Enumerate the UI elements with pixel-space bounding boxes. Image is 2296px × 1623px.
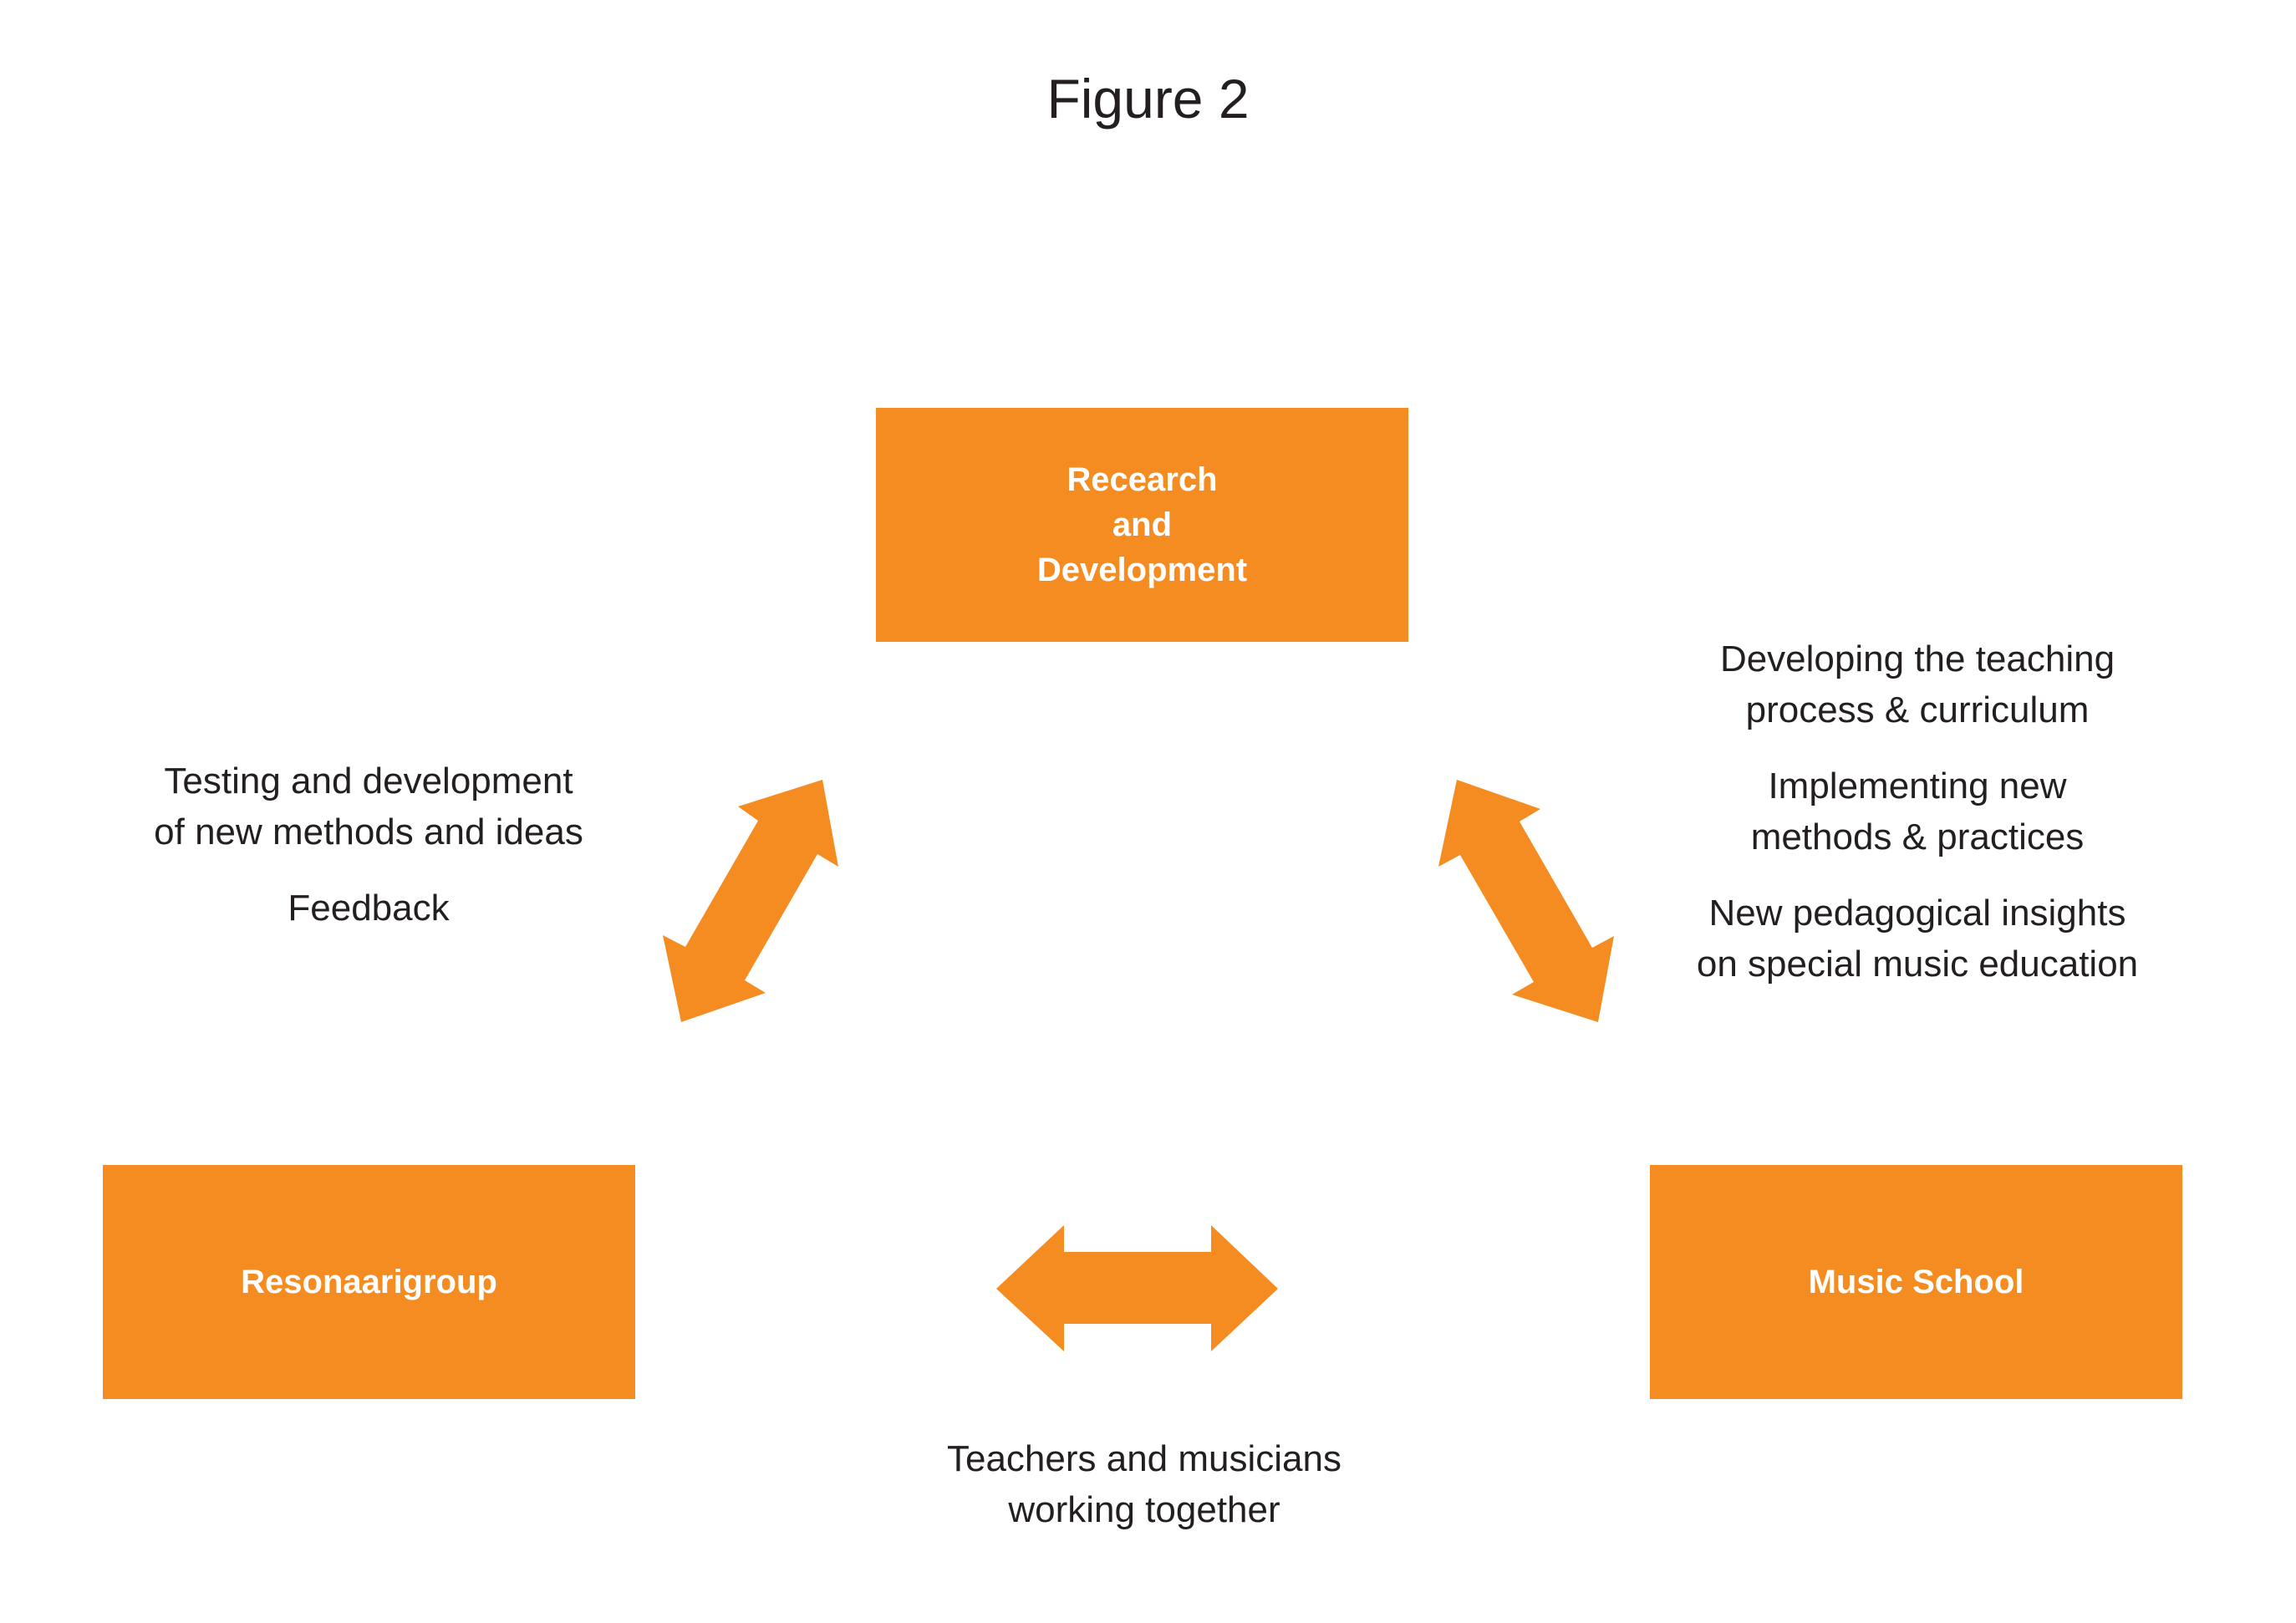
node-music-school: Music School [1650, 1165, 2182, 1399]
double-arrow-icon-horizontal [996, 1225, 1278, 1351]
caption-line: of new methods and ideas [154, 812, 583, 852]
node-label-line: Development [1036, 552, 1248, 588]
edge-caption-research-music-school: Developing the teaching process & curric… [1667, 633, 2168, 990]
double-arrow-icon-left-diagonal [663, 780, 838, 1022]
node-resonaarigroup: Resonaarigroup [103, 1165, 635, 1399]
caption-line: methods & practices [1750, 817, 2085, 857]
caption-group: New pedagogical insights on special musi… [1667, 888, 2168, 990]
node-research-and-development: Recearch and Development [876, 408, 1408, 642]
caption-line: Teachers and musicians [946, 1438, 1341, 1479]
caption-line: process & curriculum [1745, 689, 2090, 730]
caption-line: Testing and development [164, 761, 573, 801]
figure-title: Figure 2 [1046, 68, 1250, 130]
caption-line: Feedback [288, 888, 450, 929]
double-arrow-icon-right-diagonal [1438, 780, 1614, 1022]
node-label-line: and [1112, 506, 1173, 543]
caption-line: New pedagogical insights [1708, 893, 2126, 934]
caption-group: Developing the teaching process & curric… [1667, 633, 2168, 735]
caption-group: Feedback [118, 883, 619, 934]
edge-caption-resonaarigroup-music-school: Teachers and musicians working together [893, 1433, 1395, 1535]
node-label: Music School [1808, 1264, 2024, 1300]
caption-group: Testing and development of new methods a… [118, 756, 619, 857]
caption-group: Implementing new methods & practices [1667, 761, 2168, 862]
caption-line: on special music education [1696, 944, 2139, 984]
caption-line: working together [1008, 1489, 1280, 1530]
node-label-line: Recearch [1067, 461, 1218, 498]
caption-group: Teachers and musicians working together [893, 1433, 1395, 1535]
caption-line: Developing the teaching [1719, 639, 2115, 679]
caption-line: Implementing new [1768, 766, 2067, 806]
node-label: Resonaarigroup [241, 1264, 497, 1300]
edge-caption-resonaarigroup-research: Testing and development of new methods a… [118, 756, 619, 934]
